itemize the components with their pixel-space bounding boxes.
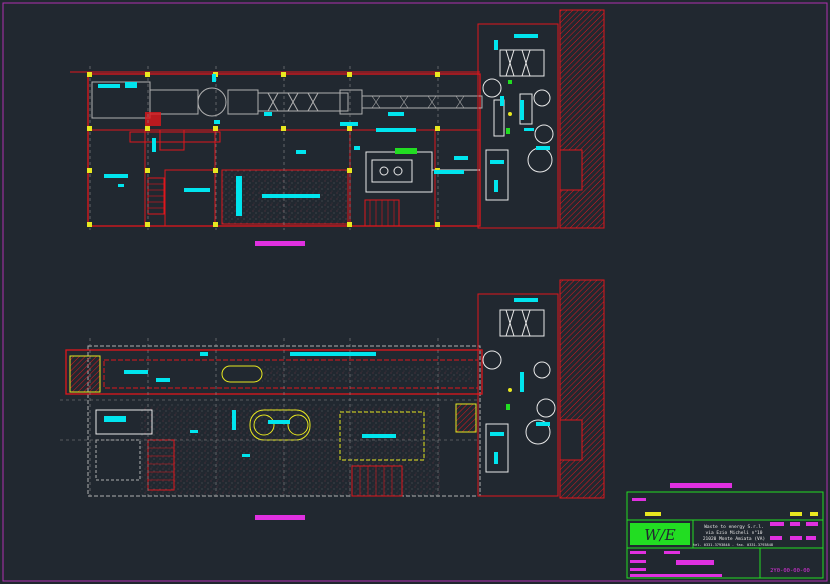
upper-plan-caption — [255, 241, 305, 246]
company-line-2: via Ezio Micheli n°10 — [706, 530, 763, 536]
upper-stairs-left — [147, 177, 165, 215]
hatched-walls — [559, 9, 605, 499]
lower-conveyor-band — [65, 349, 483, 395]
title-block-header-strip — [670, 483, 732, 488]
lower-grid-lines — [60, 338, 480, 500]
upper-slab-area — [221, 169, 349, 225]
lower-floor-plan — [60, 338, 483, 520]
lower-screw-conveyor — [221, 365, 263, 383]
lower-slab-area — [140, 404, 440, 496]
wte-logo: W/E — [644, 526, 675, 544]
lower-room — [95, 439, 141, 481]
wall-block-lower — [559, 279, 605, 499]
upper-floor-plan — [70, 66, 483, 246]
drawing-code: 2Y0-00-00-00 — [770, 568, 810, 574]
upper-side-equipment — [477, 23, 559, 229]
lower-plan-caption — [255, 515, 305, 520]
upper-duct-line — [91, 81, 483, 143]
wall-block-upper — [559, 9, 605, 229]
lower-cyan-labels — [104, 352, 396, 457]
company-line-4: tel. 0331.3793848 - fax. 0331.3793848 — [693, 543, 773, 547]
upper-stairs-right — [364, 199, 400, 227]
lower-tank-area — [339, 411, 425, 461]
company-line-1: Waste to energy S.r.l. — [704, 524, 764, 530]
upper-cyan-labels — [98, 74, 468, 216]
lower-speckle-band — [262, 366, 472, 382]
wall-notch-upper — [559, 149, 583, 191]
wall-notch-lower — [559, 419, 583, 461]
lower-stairs-right — [351, 465, 403, 497]
lower-side-block — [455, 403, 477, 433]
upper-room — [164, 169, 216, 227]
title-block: W/E Waste to energy S.r.l. via Ezio Mich… — [626, 483, 824, 579]
upper-room — [159, 129, 185, 151]
lower-room — [95, 409, 153, 435]
lower-tanks — [249, 409, 311, 441]
title-block-rows — [630, 551, 722, 577]
lower-hopper — [69, 355, 101, 393]
wte-logo-box — [630, 523, 690, 545]
revision-cells — [770, 522, 818, 540]
company-line-3: 21020 Monte Amiata (VA) — [703, 536, 765, 542]
lower-side-equipment — [477, 293, 559, 497]
